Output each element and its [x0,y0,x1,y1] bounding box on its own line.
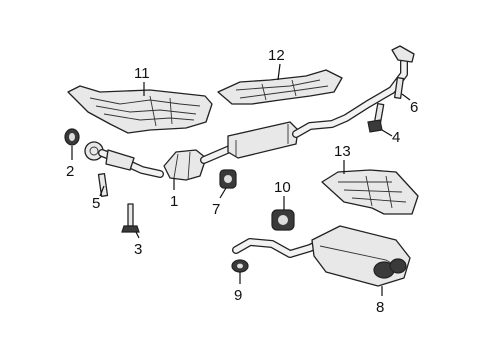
callout-4: 4 [392,129,400,146]
heat-shield-upper [217,69,343,105]
muffler-assembly [232,225,411,287]
gasket-9 [231,259,249,273]
callout-3: 3 [134,241,142,258]
callout-7: 7 [212,201,220,218]
callout-9: 9 [234,287,242,304]
gasket [64,128,80,146]
callout-10: 10 [274,179,291,196]
stud-6 [393,77,405,99]
callout-8: 8 [376,299,384,316]
intermediate-pipe-resonator [200,45,415,164]
callout-6: 6 [410,99,418,116]
callout-1: 1 [170,193,178,210]
hanger-10 [271,209,295,231]
stud [97,173,109,197]
callout-2: 2 [66,163,74,180]
callout-11: 11 [134,65,150,82]
callout-12: 12 [268,47,285,64]
bolt [121,203,140,233]
front-pipe [84,141,164,178]
callout-13: 13 [334,143,351,160]
hanger-7 [219,169,237,189]
leader-lines [71,63,411,296]
catalytic-converter [163,149,207,181]
heat-shield-rear [321,169,419,215]
heat-shield-front [67,85,213,134]
nut-bolt-4 [367,102,385,133]
callout-5: 5 [92,195,100,212]
